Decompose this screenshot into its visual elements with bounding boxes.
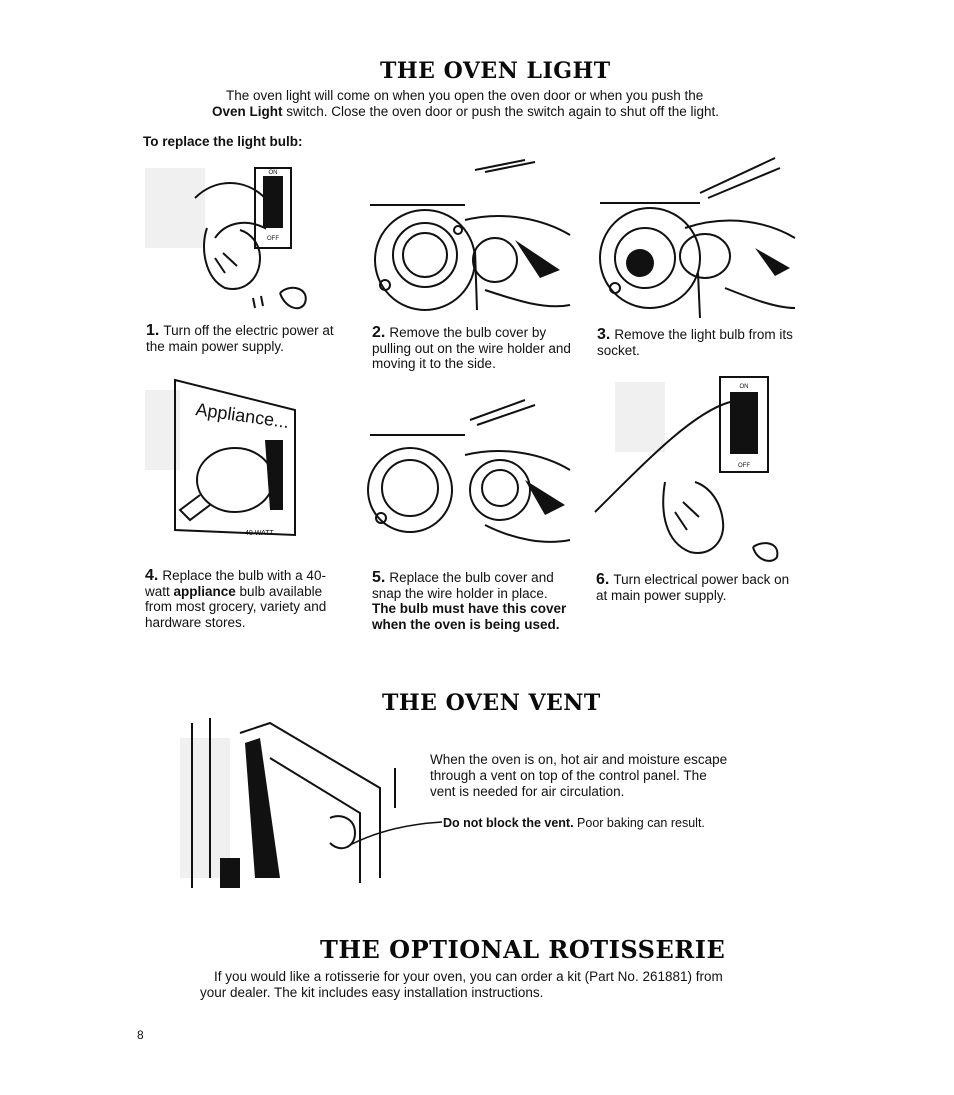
rotisserie-paragraph: If you would like a rotisserie for your … — [200, 969, 723, 1000]
illustration-appliance-bulb: Appliance... 40 WATT — [145, 378, 296, 537]
step-3: 3.Remove the light bulb from its socket. — [597, 327, 797, 358]
oven-light-intro: The oven light will come on when you ope… — [212, 88, 772, 120]
bulb-watt-label: 40 WATT — [245, 530, 275, 537]
step-5-text-before: Replace the bulb cover and snap the wire… — [372, 570, 554, 601]
step-1-number: 1. — [146, 322, 160, 339]
step-3-text: Remove the light bulb from its socket. — [597, 327, 793, 358]
switch-off-label: OFF — [267, 236, 279, 242]
step-5-number: 5. — [372, 569, 386, 586]
step-2-text: Remove the bulb cover by pulling out on … — [372, 325, 571, 371]
step-4-text-before: Replace the bulb with a 40-watt — [145, 568, 326, 599]
step-5: 5.Replace the bulb cover and snap the wi… — [372, 570, 572, 632]
vent-pointer-line — [349, 821, 443, 846]
step-2-number: 2. — [372, 324, 386, 341]
oven-light-title: THE OVEN LIGHT — [380, 58, 611, 84]
step-1-text: Turn off the electric power at the main … — [146, 323, 334, 354]
step-4-number: 4. — [145, 567, 159, 584]
illustration-power-off: ON OFF — [145, 167, 307, 310]
step-3-number: 3. — [597, 326, 611, 343]
intro-line-1: The oven light will come on when you ope… — [226, 88, 704, 103]
intro-line-2: Oven Light switch. Close the oven door o… — [212, 104, 772, 120]
illustration-remove-bulb — [599, 157, 796, 319]
switch-on-label: ON — [269, 170, 278, 176]
oven-vent-title: THE OVEN VENT — [382, 690, 601, 716]
switch-on-label-2: ON — [740, 384, 749, 390]
replace-bulb-heading: To replace the light bulb: — [143, 134, 303, 149]
step-1: 1.Turn off the electric power at the mai… — [146, 323, 346, 354]
illustration-replace-cover — [367, 399, 571, 543]
step-6: 6.Turn electrical power back on at main … — [596, 572, 796, 603]
oven-vent-warning: Do not block the vent. Poor baking can r… — [443, 816, 705, 830]
illustration-oven-vent — [180, 718, 396, 888]
step-6-text: Turn electrical power back on at main po… — [596, 572, 790, 603]
illustration-power-on: ON OFF — [594, 376, 779, 562]
illustration-remove-cover — [370, 159, 571, 311]
vent-warning-bold: Do not block the vent. — [443, 816, 574, 830]
switch-off-label-2: OFF — [738, 463, 750, 469]
page-number: 8 — [137, 1028, 144, 1042]
step-4-text-after: bulb available from most grocery, variet… — [145, 583, 327, 630]
step-5-bold: The bulb must have this cover when the o… — [372, 601, 567, 632]
intro-line-2-text: switch. Close the oven door or push the … — [282, 104, 720, 119]
oven-light-switch-name: Oven Light — [212, 104, 283, 119]
oven-vent-paragraph: When the oven is on, hot air and moistur… — [430, 752, 728, 799]
step-4-bold: appliance — [173, 583, 236, 599]
appliance-box-label: Appliance... — [194, 399, 290, 432]
vent-warning-rest: Poor baking can result. — [573, 816, 705, 830]
step-2: 2.Remove the bulb cover by pulling out o… — [372, 325, 572, 372]
step-6-number: 6. — [596, 571, 610, 588]
step-4: 4.Replace the bulb with a 40-watt applia… — [145, 568, 345, 630]
rotisserie-title: THE OPTIONAL ROTISSERIE — [320, 935, 726, 964]
